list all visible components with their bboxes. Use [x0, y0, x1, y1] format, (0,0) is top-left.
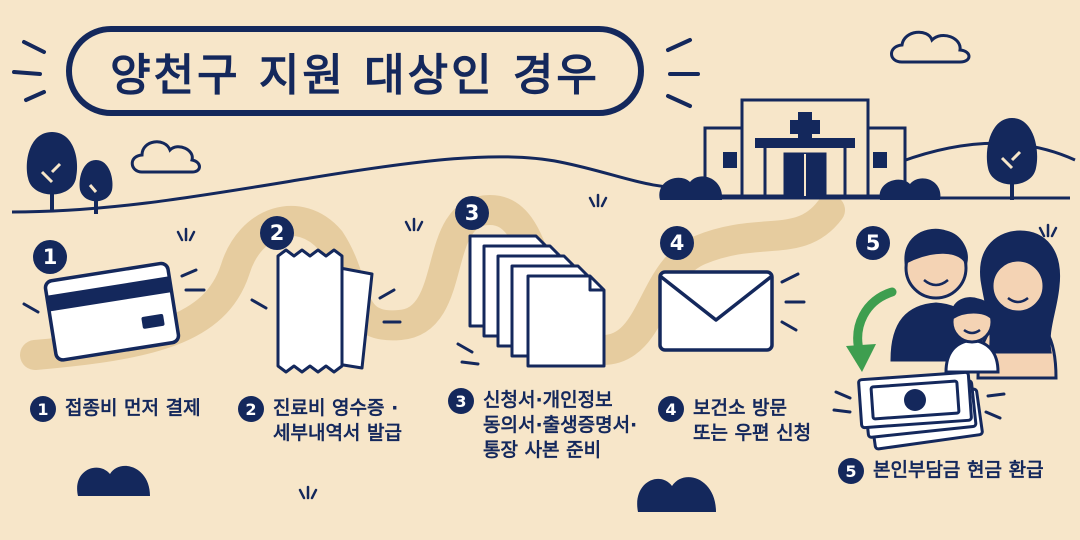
step-caption-3: 3 신청서·개인정보 동의서·출생증명서· 통장 사본 준비: [448, 388, 637, 463]
tree-icon: [26, 132, 78, 212]
tree-icon: [986, 118, 1038, 200]
cash-icon: [857, 370, 984, 451]
caption-line: 세부내역서 발급: [273, 422, 402, 444]
cloud-icon: [890, 30, 971, 64]
child-icon: [944, 297, 1000, 374]
motion-lines: [780, 272, 806, 332]
documents-icon: [468, 234, 606, 368]
step-badge-1: 1: [33, 240, 67, 274]
grass-tufts: [176, 193, 1058, 500]
page-title: 양천구 지원 대상인 경우: [110, 50, 600, 101]
caption-line: 접종비 먼저 결제: [65, 397, 201, 419]
caption-line: 본인부담금 현금 환급: [873, 459, 1044, 481]
step-caption-5: 5 본인부담금 현금 환급: [838, 458, 1044, 484]
cloud-icon: [130, 140, 201, 174]
step-badge-5: 5: [856, 226, 890, 260]
caption-line: 진료비 영수증 ·: [273, 397, 399, 419]
step-caption-4: 4 보건소 방문 또는 우편 신청: [658, 396, 811, 446]
caption-line: 또는 우편 신청: [693, 422, 812, 444]
horizon-line: [11, 155, 701, 214]
bush-icon: [659, 176, 941, 200]
motion-lines: [22, 268, 206, 314]
title-sparks: [12, 38, 700, 108]
envelope-icon: [658, 270, 774, 352]
caption-number: 5: [838, 458, 864, 484]
bush-icon: [77, 465, 716, 512]
caption-number: 2: [238, 396, 264, 422]
step-badge-3: 3: [455, 196, 489, 230]
caption-line: 신청서·개인정보: [483, 389, 613, 411]
title-banner: 양천구 지원 대상인 경우: [66, 26, 644, 116]
caption-line: 보건소 방문: [693, 397, 788, 419]
caption-line: 동의서·출생증명서·: [483, 414, 638, 436]
motion-lines: [456, 342, 480, 366]
motion-lines: [250, 288, 402, 324]
tree-icon: [79, 160, 113, 214]
health-center-icon: [703, 98, 907, 198]
credit-card-icon: [43, 261, 181, 362]
receipt-icon: [276, 248, 374, 374]
step-badge-2: 2: [260, 216, 294, 250]
caption-line: 통장 사본 준비: [483, 439, 602, 461]
family-cash-icon: [832, 228, 1061, 451]
caption-number: 3: [448, 388, 474, 414]
step-caption-1: 1 접종비 먼저 결제: [30, 396, 201, 422]
step-caption-2: 2 진료비 영수증 · 세부내역서 발급: [238, 396, 402, 446]
green-arrowhead-icon: [846, 344, 876, 372]
motion-lines: [832, 390, 1006, 420]
caption-number: 4: [658, 396, 684, 422]
step-badge-4: 4: [660, 226, 694, 260]
caption-number: 1: [30, 396, 56, 422]
